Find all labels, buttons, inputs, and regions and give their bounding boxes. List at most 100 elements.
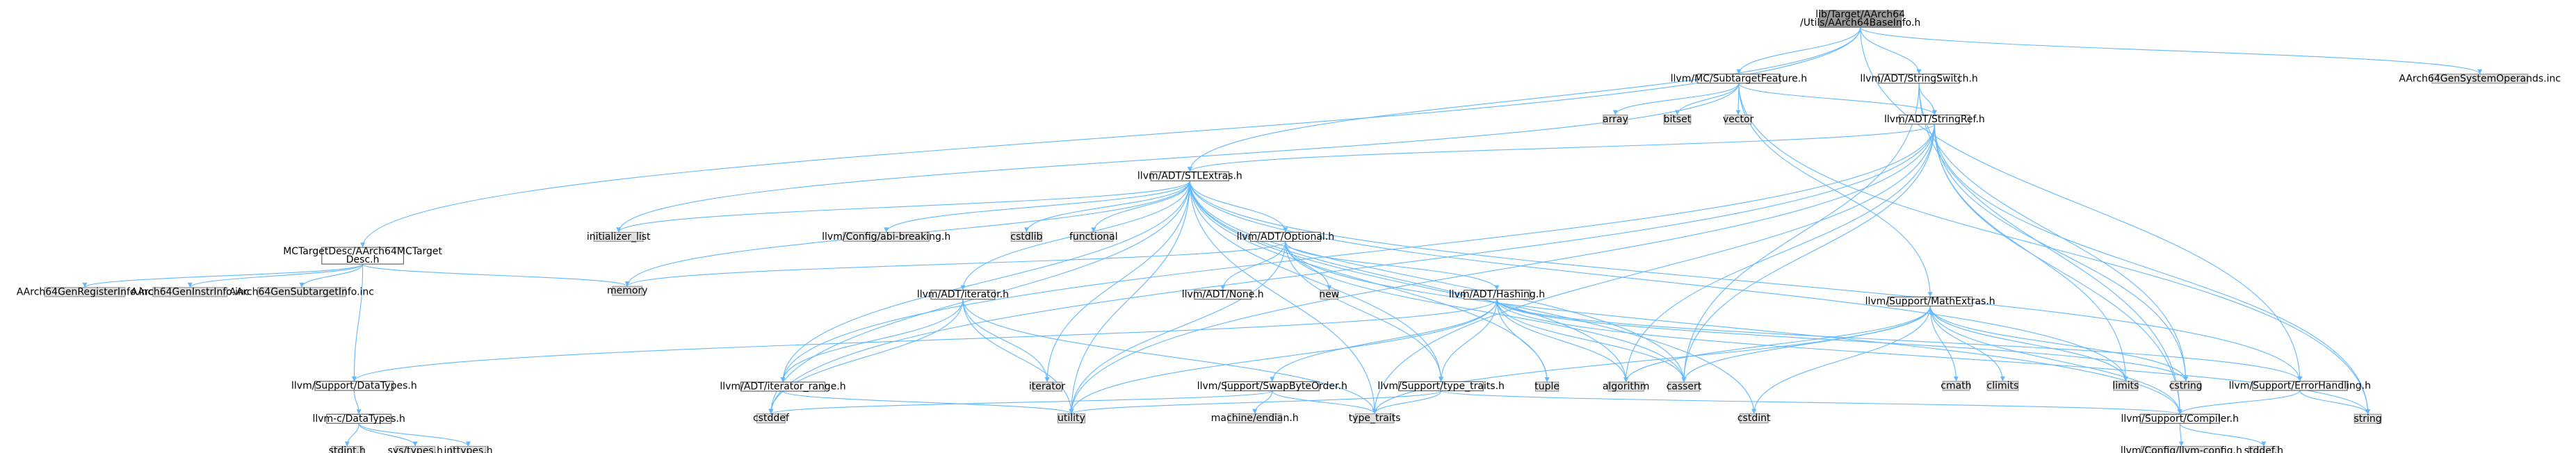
node-sysoperands: AArch64GenSystemOperands.inc	[2399, 73, 2561, 84]
node-label-stlextras: llvm/ADT/STLExtras.h	[1137, 171, 1242, 182]
node-compiler[interactable]: llvm/Support/Compiler.h	[2121, 413, 2239, 425]
node-label-new: new	[1319, 289, 1339, 300]
node-cstring: cstring	[2169, 380, 2203, 391]
node-swapbyte[interactable]: llvm/Support/SwapByteOrder.h	[1197, 381, 1347, 392]
edge-stringref-to-stlextras	[1189, 124, 1935, 172]
node-label-optional: llvm/ADT/Optional.h	[1237, 231, 1335, 242]
edge-mathextras-to-cstdint	[1753, 306, 1931, 414]
node-box-instrinfo	[152, 287, 228, 297]
edge-stlextras-to-functional	[1093, 181, 1190, 233]
node-stringswitch[interactable]: llvm/ADT/StringSwitch.h	[1860, 73, 1977, 84]
node-label-iterator: iterator	[1029, 381, 1065, 392]
dependency-nodes: lib/Target/AArch64/Utils/AArch64BaseInfo…	[17, 9, 2561, 453]
node-box-datatypes	[314, 381, 394, 391]
node-box-mctarget	[321, 247, 405, 265]
node-box-iterator	[1032, 381, 1062, 392]
node-iterrange[interactable]: llvm/ADT/iterator_range.h	[720, 381, 845, 392]
edge-stlextras-to-cstdlib	[1026, 181, 1190, 233]
node-box-iterrange	[740, 381, 826, 392]
node-box-swapbyte	[1224, 381, 1320, 392]
arrowhead-stringswitch-to-stringref	[1931, 110, 1937, 115]
node-mathextras[interactable]: llvm/Support/MathExtras.h	[1865, 296, 1995, 307]
node-stdint: stdint.h	[329, 445, 366, 453]
node-array: array	[1603, 114, 1628, 125]
node-label-cassert: cassert	[1667, 381, 1702, 392]
arrowhead-hashing-to-typetraitsh	[1439, 377, 1444, 382]
node-box-cstddef	[756, 413, 786, 424]
node-noneh[interactable]: llvm/ADT/None.h	[1182, 289, 1264, 300]
arrowhead-subtargetfeature-to-initlist	[616, 227, 622, 233]
node-label-cstddef: cstddef	[753, 413, 790, 424]
arrowhead-mathextras-to-cstdint	[1751, 409, 1757, 414]
node-stringref[interactable]: llvm/ADT/StringRef.h	[1884, 114, 1985, 125]
node-label-inttypes: inttypes.h	[444, 445, 492, 453]
edge-optional-to-memory	[626, 240, 1286, 287]
node-box-memory	[612, 286, 643, 296]
node-cdatatypes[interactable]: llvm-c/DataTypes.h	[312, 413, 405, 425]
edge-stlextras-to-cassert	[1189, 181, 1685, 382]
edge-mathextras-to-compiler	[1929, 306, 2180, 415]
node-label-mctarget: Desc.h	[346, 254, 380, 265]
node-box-stringref	[1899, 114, 1970, 125]
node-label-initlist: initializer_list	[587, 231, 651, 242]
arrowhead-stringref-to-stlextras	[1187, 167, 1192, 172]
node-label-errorhandling: llvm/Support/ErrorHandling.h	[2229, 380, 2371, 391]
node-hashing[interactable]: llvm/ADT/Hashing.h	[1449, 289, 1545, 300]
arrowhead-mctarget-to-subtargetinfo	[299, 282, 305, 288]
node-label-bitset: bitset	[1664, 114, 1692, 125]
node-tuple: tuple	[1534, 381, 1560, 392]
node-errorhandling[interactable]: llvm/Support/ErrorHandling.h	[2229, 380, 2371, 391]
arrowhead-mctarget-to-instrinfo	[187, 282, 193, 288]
node-label-typetraitsh: llvm/Support/type_traits.h	[1377, 381, 1505, 392]
node-subtargetfeature[interactable]: llvm/MC/SubtargetFeature.h	[1671, 73, 1807, 84]
node-machineendian: machine/endian.h	[1211, 413, 1299, 424]
edge-stringref-to-typetraits	[1374, 124, 1935, 414]
node-label-hashing: llvm/ADT/Hashing.h	[1449, 289, 1545, 300]
arrowhead-hashing-to-errorhandling	[2297, 376, 2303, 381]
edge-swapbyte-to-cstddef	[770, 390, 1273, 415]
edge-stlextras-to-errorhandling	[1189, 181, 2301, 381]
edge-mctarget-to-instrinfo	[189, 263, 364, 288]
node-box-reginfo	[44, 287, 126, 297]
node-label-systypes: sys/types.h	[388, 445, 443, 453]
node-label-cmath: cmath	[1941, 380, 1971, 391]
node-box-mathextras	[1887, 296, 1973, 307]
edge-hashing-to-utility	[1071, 299, 1498, 414]
edge-root-to-sysoperands	[1860, 26, 2481, 75]
node-box-stringswitch	[1878, 74, 1960, 84]
node-label-reginfo: AArch64GenRegisterInfo.inc	[17, 286, 154, 297]
arrowhead-datatypes-to-cdatatypes	[356, 409, 362, 415]
node-box-stlextras	[1150, 171, 1230, 181]
arrowhead-root-to-subtargetfeature	[1736, 69, 1742, 74]
edge-mathextras-to-algorithm	[1626, 306, 1931, 382]
node-instrinfo: AArch64GenInstrInfo.inc	[131, 286, 249, 297]
edge-mctarget-to-memory	[362, 263, 628, 287]
node-iteratorh[interactable]: llvm/ADT/iterator.h	[917, 289, 1009, 300]
node-label-mctarget: MCTargetDesc/AArch64MCTarget	[283, 246, 442, 257]
node-datatypes[interactable]: llvm/Support/DataTypes.h	[291, 380, 417, 391]
arrowhead-mathextras-to-climits	[2000, 376, 2005, 381]
edge-mctarget-to-reginfo	[84, 263, 364, 288]
node-cmath: cmath	[1941, 380, 1971, 391]
node-box-new	[1320, 290, 1338, 300]
edge-stringref-to-algorithm	[1626, 124, 1935, 382]
edge-stringref-to-compiler	[1934, 124, 2180, 415]
edge-typetraitsh-to-utility	[1071, 390, 1442, 415]
arrowhead-compiler-to-llvmconfig	[2178, 441, 2184, 447]
edge-hashing-to-algorithm	[1496, 299, 1627, 382]
node-stlextras[interactable]: llvm/ADT/STLExtras.h	[1137, 171, 1242, 182]
edge-iteratorh-to-cstddef	[770, 299, 964, 414]
node-typetraitsh[interactable]: llvm/Support/type_traits.h	[1377, 381, 1505, 392]
edge-stlextras-to-algorithm	[1189, 181, 1627, 382]
edge-stringswitch-to-compiler	[1918, 83, 2180, 415]
node-new: new	[1319, 289, 1339, 300]
edge-mathextras-to-climits	[1929, 306, 2003, 381]
node-label-tuple: tuple	[1534, 381, 1560, 392]
edge-hashing-to-datatypes	[353, 299, 1498, 381]
node-optional[interactable]: llvm/ADT/Optional.h	[1237, 231, 1335, 242]
edge-hashing-to-tuple	[1496, 299, 1548, 382]
node-label-cstdint: cstdint	[1737, 413, 1771, 424]
arrowhead-root-to-mctarget	[360, 242, 366, 248]
node-label-algorithm: algorithm	[1603, 381, 1650, 392]
